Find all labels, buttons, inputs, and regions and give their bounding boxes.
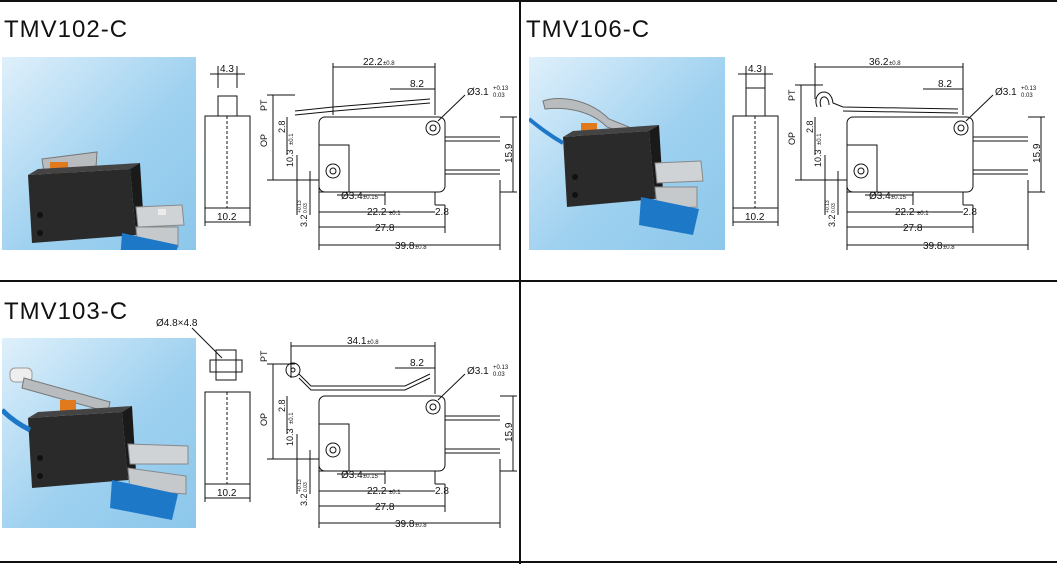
dim-28-vertical: 2.8	[805, 120, 815, 133]
front-view-drawing: 22.2 ±0.8 8.2 Ø3.1 +0.13 0.03 PT OP 2.8 …	[259, 57, 517, 252]
dim-hole: Ø3.1	[467, 366, 489, 377]
dim-top-width: Ø4.8×4.8	[156, 318, 198, 329]
dim-total: 39.8	[923, 241, 943, 252]
dim-op: OP	[259, 413, 269, 426]
dim-32: 3.2	[299, 214, 309, 227]
dim-28-vertical: 2.8	[277, 399, 287, 412]
dim-hole2: Ø3.4	[341, 470, 363, 481]
top-border	[0, 0, 1057, 2]
dim-bottom-width: 10.2	[217, 488, 237, 499]
dim-pt: PT	[259, 99, 269, 111]
dim-278: 27.8	[903, 223, 923, 234]
dim-32-tol-plus: +0.13	[297, 479, 303, 492]
dim-32-tol-plus: +0.13	[825, 200, 831, 213]
switch-photo	[2, 57, 196, 250]
switch-photo	[529, 57, 725, 250]
dim-32-tol-minus: 0.03	[303, 203, 309, 213]
dim-total-tol: ±0.8	[415, 245, 427, 251]
bottom-border	[0, 561, 1057, 563]
dim-total: 39.8	[395, 519, 415, 530]
dim-hole2-tol: ±0.15	[363, 474, 379, 480]
dim-height: 15.9	[504, 422, 515, 442]
dim-hole2: Ø3.4	[341, 191, 363, 202]
dim-222-tol: ±0.1	[389, 211, 401, 217]
dim-222: 22.2	[367, 207, 387, 218]
dim-103-tol: ±0.1	[289, 133, 295, 145]
switch-photo	[2, 338, 196, 528]
dim-top-length-tol: ±0.8	[889, 61, 901, 67]
dim-top-length: 36.2	[869, 57, 889, 68]
dim-total-tol: ±0.8	[415, 523, 427, 529]
model-title: TMV103-C	[4, 298, 129, 325]
dim-op: OP	[787, 132, 797, 145]
dim-top-width: 4.3	[748, 64, 762, 75]
middle-divider	[0, 280, 1057, 282]
dim-bottom-width: 10.2	[217, 212, 237, 223]
side-view-drawing: 4.3 10.2	[204, 64, 251, 226]
microswitch-image	[2, 367, 189, 520]
dim-103-tol: ±0.1	[289, 412, 295, 424]
model-title: TMV102-C	[4, 16, 129, 43]
dim-top-width: 4.3	[220, 64, 234, 75]
dim-hole: Ø3.1	[467, 87, 489, 98]
model-title: TMV106-C	[526, 16, 651, 43]
dim-pin-position: 8.2	[410, 79, 424, 90]
dim-top-length: 22.2	[363, 57, 383, 68]
microswitch-image	[529, 98, 704, 235]
dim-hole-tol-plus: +0.13	[493, 365, 509, 371]
dim-28-horizontal: 2.8	[435, 207, 449, 218]
dim-pt: PT	[787, 89, 797, 101]
dim-32-tol-minus: 0.03	[303, 482, 309, 492]
dim-278: 27.8	[375, 502, 395, 513]
dim-top-length-tol: ±0.8	[383, 61, 395, 67]
dim-32-tol-minus: 0.03	[831, 203, 837, 213]
dim-hole-tol-plus: +0.13	[1021, 86, 1037, 92]
dim-222: 22.2	[895, 207, 915, 218]
dim-103: 10.3	[285, 428, 295, 446]
dim-222-tol: ±0.1	[917, 211, 929, 217]
dim-103-tol: ±0.1	[817, 133, 823, 145]
dim-28-vertical: 2.8	[277, 120, 287, 133]
dim-pin-position: 8.2	[410, 358, 424, 369]
microswitch-image	[28, 151, 185, 250]
dim-top-length: 34.1	[347, 336, 367, 347]
side-view-drawing: Ø4.8×4.8 10.2	[156, 318, 251, 502]
dim-103: 10.3	[285, 149, 295, 167]
dim-total: 39.8	[395, 241, 415, 252]
dim-28-horizontal: 2.8	[963, 207, 977, 218]
dim-hole-tol-minus: 0.03	[1021, 93, 1033, 99]
dim-222: 22.2	[367, 486, 387, 497]
dim-278: 27.8	[375, 223, 395, 234]
dim-pt: PT	[259, 350, 269, 362]
dim-bottom-width: 10.2	[745, 212, 765, 223]
dim-hole-tol-plus: +0.13	[493, 86, 509, 92]
dim-top-length-tol: ±0.8	[367, 340, 379, 346]
dim-hole2-tol: ±0.15	[363, 195, 379, 201]
dim-height: 15.9	[1032, 143, 1043, 163]
side-view-drawing: 4.3 10.2	[732, 64, 779, 226]
dim-op: OP	[259, 134, 269, 147]
dim-103: 10.3	[813, 149, 823, 167]
dim-hole2: Ø3.4	[869, 191, 891, 202]
dim-hole-tol-minus: 0.03	[493, 372, 505, 378]
empty-panel	[522, 283, 1057, 561]
dim-32: 3.2	[299, 493, 309, 506]
front-view-drawing: 34.1 ±0.8 8.2 Ø3.1 +0.13 0.03 PT OP 2.8 …	[259, 336, 517, 530]
column-divider	[519, 0, 521, 564]
dim-28-horizontal: 2.8	[435, 486, 449, 497]
dim-hole: Ø3.1	[995, 87, 1017, 98]
front-view-drawing: 36.2 ±0.8 8.2 Ø3.1 +0.13 0.03 PT OP 2.8 …	[787, 57, 1045, 252]
dim-hole-tol-minus: 0.03	[493, 93, 505, 99]
dim-total-tol: ±0.8	[943, 245, 955, 251]
dim-height: 15.9	[504, 143, 515, 163]
dim-hole2-tol: ±0.15	[891, 195, 907, 201]
dim-32: 3.2	[827, 214, 837, 227]
dim-pin-position: 8.2	[938, 79, 952, 90]
dim-32-tol-plus: +0.13	[297, 200, 303, 213]
dim-222-tol: ±0.1	[389, 490, 401, 496]
